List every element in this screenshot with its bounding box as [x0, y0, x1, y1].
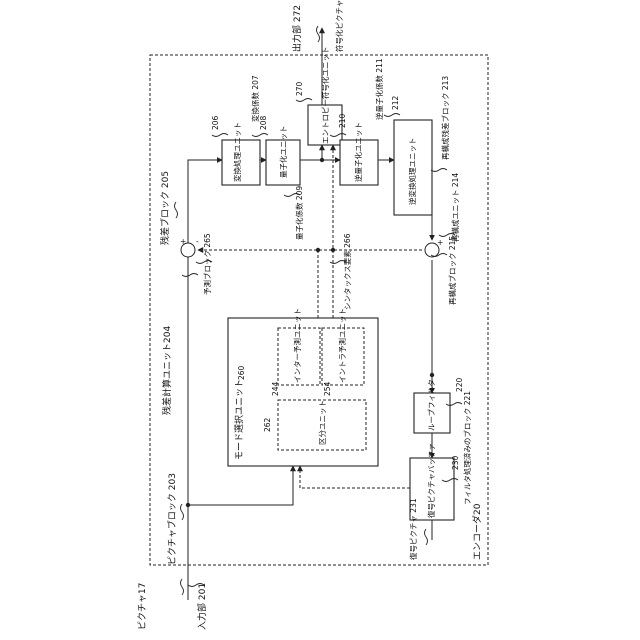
prediction-block-label: 予測ブロック 265	[202, 233, 212, 295]
residual-block-label: 残差ブロック 205	[159, 171, 171, 245]
reconstructed-block-label: 再構成ブロック 215	[447, 236, 457, 305]
encoder-label: エンコーダ20	[471, 503, 483, 560]
loop-filter-ref: 220	[455, 377, 464, 392]
input-unit-label: 入力部 201	[196, 583, 208, 630]
sum-minus-sign: -	[196, 237, 199, 246]
transform-unit-ref: 206	[211, 115, 220, 130]
dequantized-coefficient-label: 逆量子化係数 211	[374, 58, 384, 120]
entropy-coding-unit-label: エントロピー符号化ユニット	[320, 47, 330, 145]
syntax-element-label: シンタックス要素 266	[342, 233, 352, 310]
encoded-picture-data-label: 符号化ピクチャデータ21	[334, 0, 344, 52]
transform-unit-label: 変換処理ユニット	[232, 122, 242, 182]
inverse-transform-unit-label: 逆変換処理ユニット	[407, 138, 417, 206]
inverse-transform-unit-ref: 212	[391, 95, 400, 110]
inter-prediction-unit-label: インター予測ユニット	[292, 308, 302, 383]
picture-block-label: ピクチャブロック 203	[166, 473, 178, 565]
partition-unit-ref: 262	[263, 417, 272, 432]
junction-dot	[186, 503, 190, 507]
filtered-block-label: フィルタ処理済みのブロック 221	[462, 391, 472, 505]
intra-prediction-unit-ref: 254	[323, 381, 332, 396]
mode-selection-unit-ref: 260	[237, 365, 246, 380]
inverse-quantization-unit-label: 逆量子化ユニット	[353, 122, 363, 182]
junction-dot	[430, 373, 434, 377]
reconstruction-unit-label: 再構成ユニット 214	[450, 173, 460, 242]
intra-prediction-unit-label: イントラ予測ユニット	[337, 308, 347, 383]
junction-dot	[320, 158, 324, 162]
junction-dot	[331, 248, 335, 252]
output-unit-label: 出力部 272	[291, 5, 303, 52]
entropy-coding-unit-ref: 270	[295, 81, 304, 96]
inverse-quantization-unit-ref: 210	[338, 113, 347, 128]
decoded-picture-buffer-ref: 230	[451, 455, 460, 470]
decoded-picture-label: 復号ピクチャ 231	[408, 498, 418, 560]
junction-dot	[316, 248, 320, 252]
partition-unit-label: 区分ユニット	[318, 400, 327, 445]
quantization-unit-ref: 208	[259, 115, 268, 130]
inter-prediction-unit-ref: 244	[271, 381, 280, 396]
decoded-picture-buffer-label: 復号ピクチャバッファ	[426, 443, 436, 518]
reconstructed-residual-block-label: 再構成残差ブロック 213	[440, 76, 450, 160]
sum-plus-sign: +	[180, 237, 186, 246]
recon-plus-sign: +	[437, 238, 443, 247]
residual-calculation-unit-label: 残差計算ユニット204	[161, 326, 173, 415]
picture-label: ピクチャ17	[137, 583, 148, 630]
transform-coefficient-label: 変換係数 207	[250, 75, 260, 122]
mode-selection-unit-label: モード選択ユニット	[233, 379, 245, 460]
quantized-coefficient-label: 量子化係数 209	[294, 186, 304, 240]
quantization-unit-label: 量子化ユニット	[278, 126, 288, 179]
loop-filter-label: ループフィルタ	[427, 379, 436, 431]
